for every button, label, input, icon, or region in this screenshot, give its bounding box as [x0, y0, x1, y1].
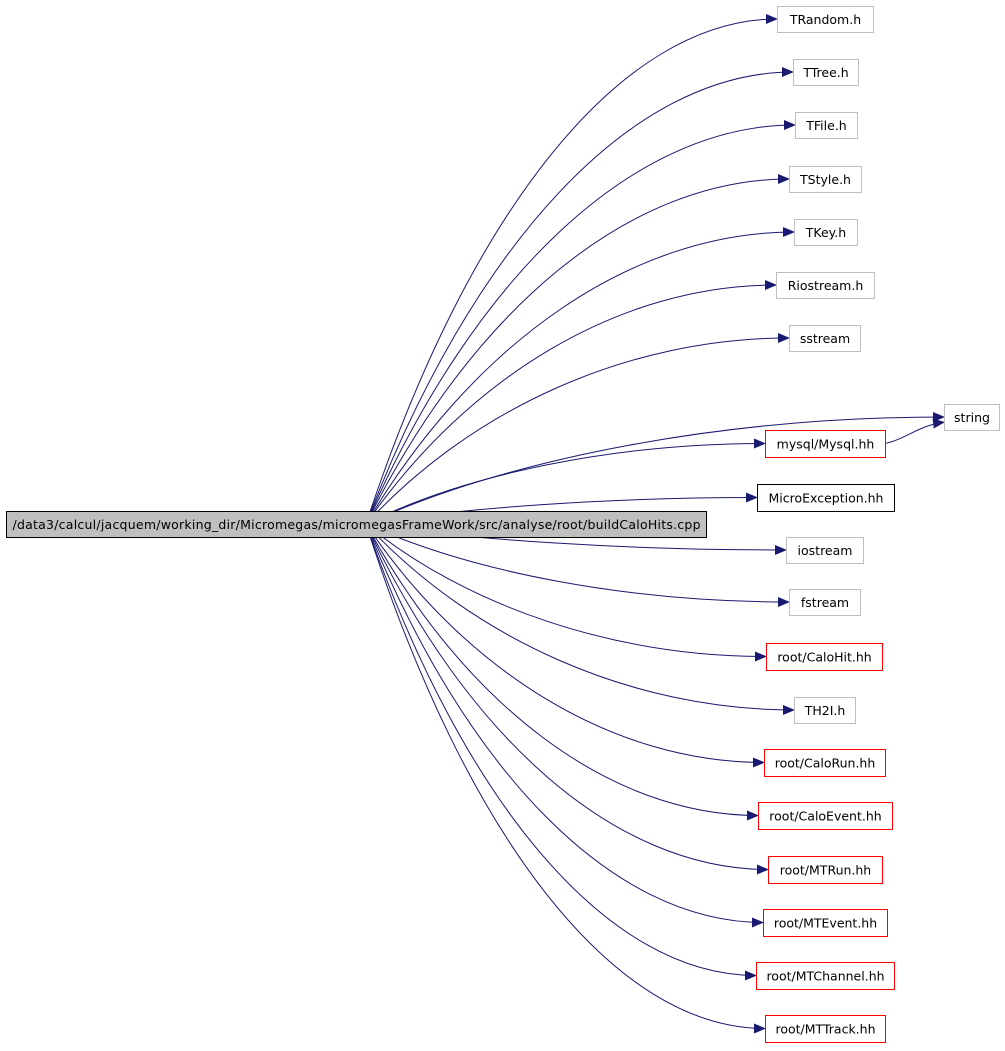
node-mtchannel[interactable]: root/MTChannel.hh — [756, 962, 895, 990]
edge-mysql-to-string — [884, 418, 945, 444]
node-label-ttree: TTree.h — [802, 65, 848, 80]
node-iostream[interactable]: iostream — [786, 537, 864, 564]
node-calorun[interactable]: root/CaloRun.hh — [764, 749, 886, 777]
node-riostream[interactable]: Riostream.h — [776, 272, 875, 299]
edge-source-to-mttrack — [365, 523, 766, 1034]
edge-source-to-sstream — [365, 333, 790, 525]
node-tstyle[interactable]: TStyle.h — [789, 166, 862, 193]
edge-source-to-mtevent — [365, 523, 764, 928]
edge-source-to-fstream — [365, 523, 790, 607]
edge-source-to-mtchannel — [365, 523, 757, 981]
node-mttrack[interactable]: root/MTTrack.hh — [765, 1015, 886, 1043]
node-th2i[interactable]: TH2I.h — [794, 697, 856, 724]
node-box-source — [6, 511, 707, 538]
node-box-tfile — [795, 112, 858, 139]
node-source[interactable]: /data3/calcul/jacquem/working_dir/Microm… — [6, 511, 707, 538]
node-box-ttree — [793, 59, 859, 86]
node-mtrun[interactable]: root/MTRun.hh — [768, 856, 883, 884]
node-box-string — [944, 404, 1000, 431]
edge-source-to-ttree — [365, 67, 794, 525]
node-label-tkey: TKey.h — [805, 225, 846, 240]
node-box-th2i — [794, 697, 856, 724]
node-box-mysql — [765, 430, 886, 458]
node-label-riostream: Riostream.h — [788, 278, 864, 293]
node-label-fstream: fstream — [801, 595, 849, 610]
node-mtevent[interactable]: root/MTEvent.hh — [763, 909, 888, 937]
node-box-mtchannel — [756, 962, 895, 990]
edge-source-to-tfile — [365, 120, 796, 525]
node-sstream[interactable]: sstream — [789, 325, 861, 352]
node-string[interactable]: string — [944, 404, 1000, 431]
node-box-trandom — [777, 6, 874, 33]
edge-source-to-trandom — [365, 14, 778, 525]
edge-source-to-tstyle — [365, 174, 790, 525]
edge-source-to-calohit — [365, 523, 767, 662]
node-label-mttrack: root/MTTrack.hh — [776, 1022, 876, 1037]
node-label-calorun: root/CaloRun.hh — [775, 756, 876, 771]
node-label-sstream: sstream — [800, 331, 850, 346]
edge-source-to-mysql — [365, 438, 766, 525]
edge-source-to-mtrun — [365, 523, 769, 875]
node-box-caloevent — [758, 802, 893, 830]
node-label-mtrun: root/MTRun.hh — [780, 863, 871, 878]
nodes-layer: /data3/calcul/jacquem/working_dir/Microm… — [6, 6, 1000, 1043]
node-label-iostream: iostream — [798, 543, 853, 558]
node-box-iostream — [786, 537, 864, 564]
edge-source-to-th2i — [365, 523, 795, 715]
node-box-calohit — [766, 643, 883, 671]
edge-source-to-tkey — [365, 227, 795, 525]
edge-source-to-string — [365, 412, 945, 525]
node-box-riostream — [776, 272, 875, 299]
node-caloevent[interactable]: root/CaloEvent.hh — [758, 802, 893, 830]
node-microexception[interactable]: MicroException.hh — [757, 484, 895, 512]
node-box-tstyle — [789, 166, 862, 193]
node-label-source: /data3/calcul/jacquem/working_dir/Microm… — [13, 517, 701, 532]
node-label-mtevent: root/MTEvent.hh — [774, 916, 877, 931]
node-box-microexception — [757, 484, 895, 512]
node-mysql[interactable]: mysql/Mysql.hh — [765, 430, 886, 458]
node-label-string: string — [954, 410, 990, 425]
node-label-microexception: MicroException.hh — [769, 491, 884, 506]
node-label-th2i: TH2I.h — [804, 703, 846, 718]
node-tfile[interactable]: TFile.h — [795, 112, 858, 139]
node-box-sstream — [789, 325, 861, 352]
node-label-tfile: TFile.h — [805, 118, 846, 133]
node-box-calorun — [764, 749, 886, 777]
node-ttree[interactable]: TTree.h — [793, 59, 859, 86]
node-label-trandom: TRandom.h — [789, 12, 861, 27]
node-label-caloevent: root/CaloEvent.hh — [769, 809, 881, 824]
edge-source-to-caloevent — [365, 523, 759, 821]
node-box-fstream — [789, 589, 861, 616]
node-label-calohit: root/CaloHit.hh — [777, 650, 871, 665]
node-tkey[interactable]: TKey.h — [794, 219, 858, 246]
node-box-mtrun — [768, 856, 883, 884]
node-box-tkey — [794, 219, 858, 246]
node-label-mysql: mysql/Mysql.hh — [777, 437, 875, 452]
node-fstream[interactable]: fstream — [789, 589, 861, 616]
node-box-mtevent — [763, 909, 888, 937]
edge-source-to-calorun — [365, 523, 765, 768]
node-box-mttrack — [765, 1015, 886, 1043]
node-trandom[interactable]: TRandom.h — [777, 6, 874, 33]
node-label-mtchannel: root/MTChannel.hh — [766, 969, 884, 984]
node-calohit[interactable]: root/CaloHit.hh — [766, 643, 883, 671]
node-label-tstyle: TStyle.h — [799, 172, 851, 187]
edge-source-to-riostream — [365, 280, 777, 525]
